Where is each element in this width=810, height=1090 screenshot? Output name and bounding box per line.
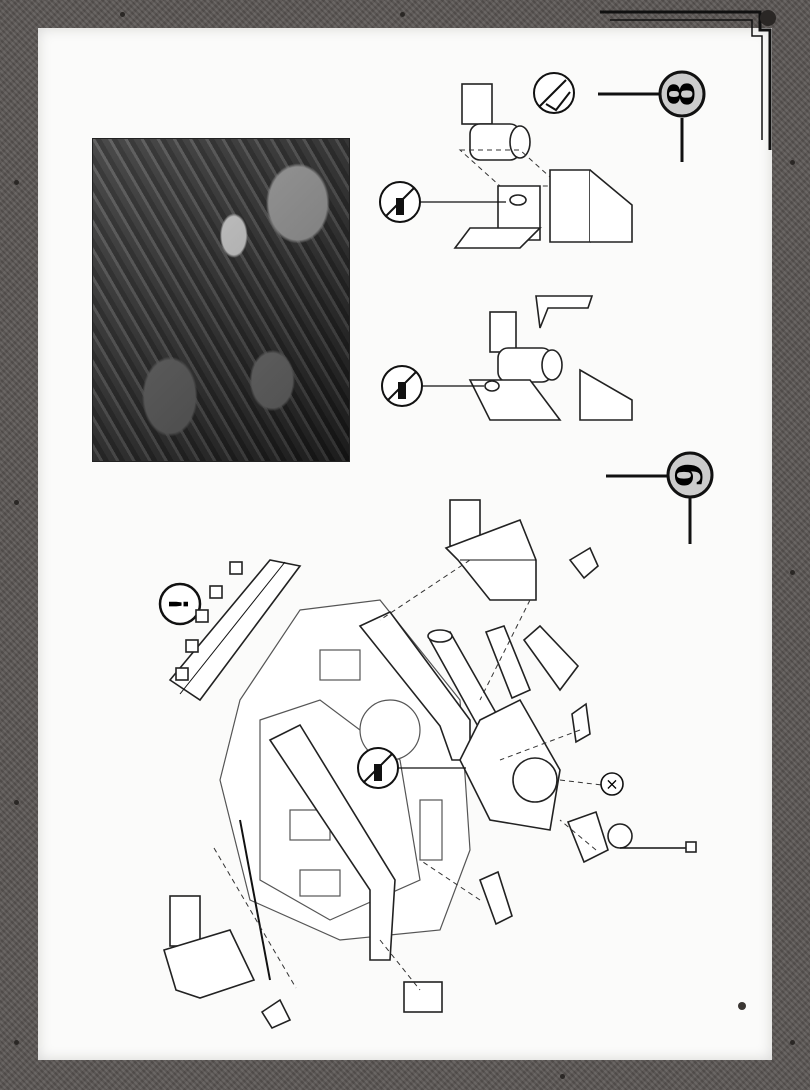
frame-rivet — [400, 12, 405, 17]
corner-ornament — [600, 10, 776, 150]
no-glue-icon — [381, 365, 484, 407]
frame-rivet — [14, 500, 19, 505]
reference-photo — [92, 138, 350, 462]
frame-rivet — [14, 1040, 19, 1045]
frame-rivet — [14, 800, 19, 805]
step-8-part-b — [468, 295, 633, 421]
small-parts — [213, 546, 697, 1030]
frame-rivet — [14, 180, 19, 185]
track-guard-left — [268, 723, 396, 961]
frame-rivet — [790, 160, 795, 165]
step-8-part-a — [453, 83, 633, 249]
tank-hull — [219, 599, 471, 941]
ink-spot — [738, 1002, 746, 1010]
frame-rivet — [120, 12, 125, 17]
dozer-blade — [168, 559, 302, 702]
assembly-guides — [379, 559, 611, 991]
frame-rivet — [560, 1074, 565, 1079]
sponson-top — [444, 499, 537, 601]
step-9-marker: 9 — [606, 451, 714, 544]
no-glue-icon — [357, 747, 466, 789]
cross-symbol: × — [605, 775, 618, 794]
sponson-bottom — [163, 895, 256, 999]
main-gun — [427, 629, 561, 831]
warning-symbol: ! — [165, 598, 195, 610]
no-glue-icon — [379, 181, 506, 223]
cross-icon: × — [600, 772, 624, 796]
step-8-marker: 8 — [598, 70, 706, 162]
knife-icon — [533, 72, 575, 114]
frame-rivet — [790, 1040, 795, 1045]
step-8-number: 8 — [661, 81, 703, 106]
exclamation-icon: ! — [158, 582, 202, 626]
step-9-number: 9 — [669, 462, 711, 487]
frame-rivet — [790, 570, 795, 575]
